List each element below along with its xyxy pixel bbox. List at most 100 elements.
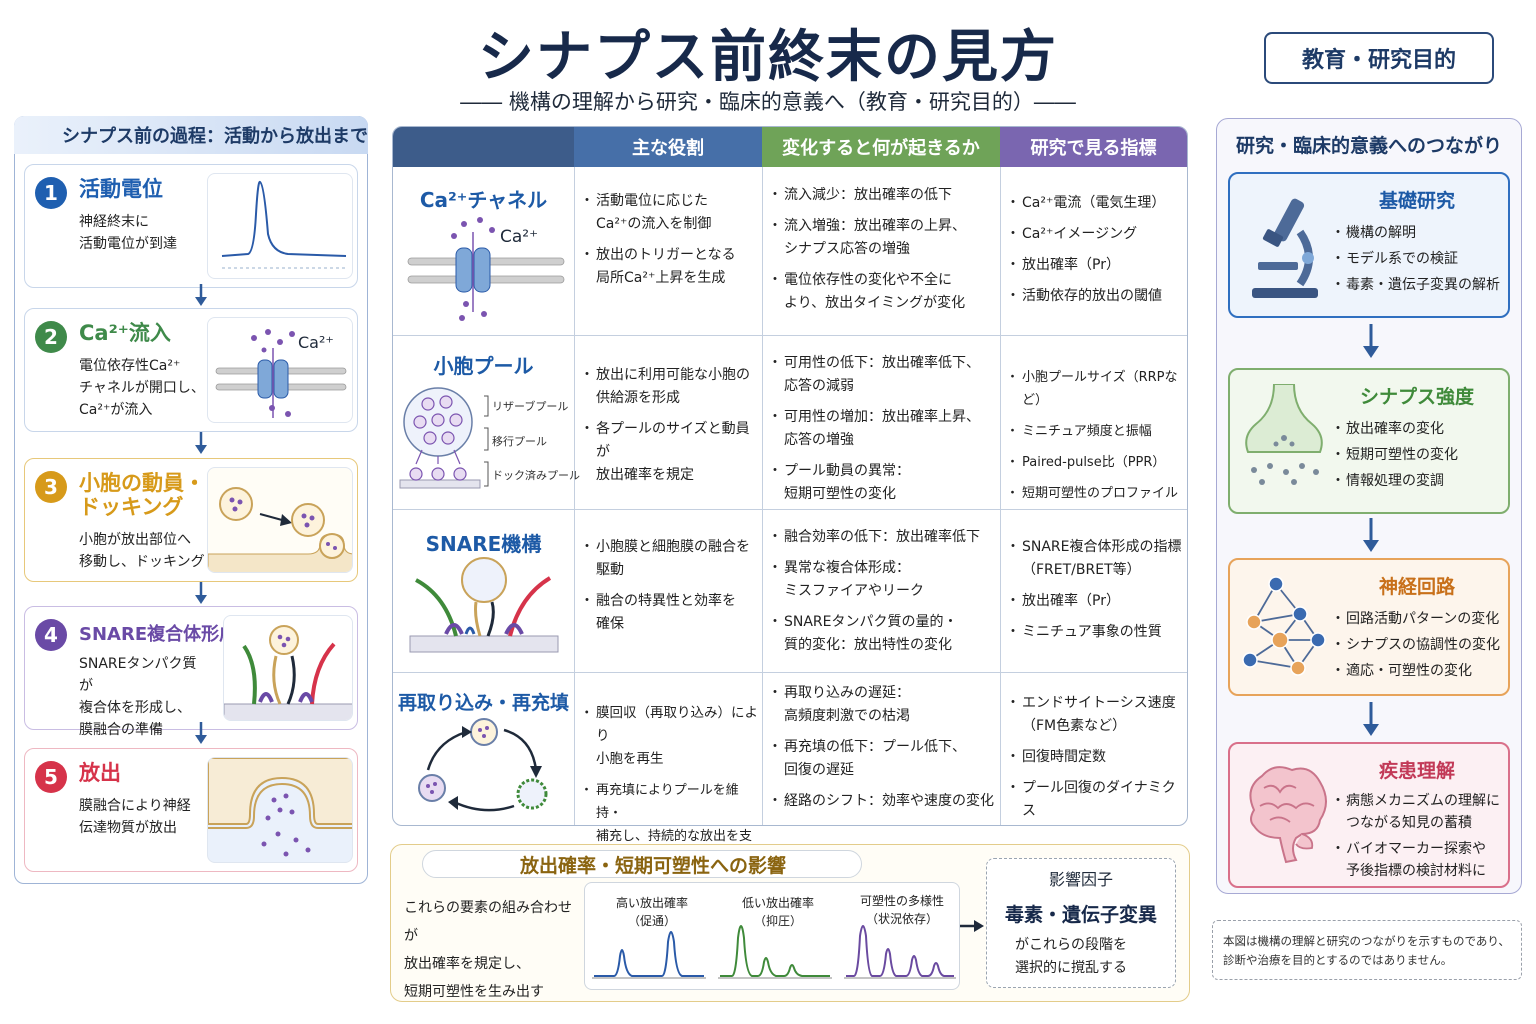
impact-title: 放出確率・短期可塑性への影響 [520, 854, 787, 877]
arrow-down-icon [195, 432, 207, 454]
card-title: 基礎研究 [1378, 190, 1455, 212]
bracket-icon [484, 395, 489, 487]
list-item: 機構の解明 [1331, 220, 1512, 246]
list-item: エンドサイトーシス速度 （FM色素など） [1006, 692, 1186, 738]
vesicle-recycling-icon [418, 718, 548, 812]
step-description: 神経終末に 活動電位が到達 [79, 214, 177, 252]
cell-change: 可用性の低下：放出確率低下、 応答の減弱 可用性の増加：放出確率上昇、 応答の増… [768, 352, 998, 514]
pool-label-docked: ドック済みプール [492, 469, 580, 482]
list-item: 電位依存性の変化や不全に より、放出タイミングが変化 [768, 269, 998, 315]
table-corner-header [393, 127, 574, 167]
list-item: 流入増強：放出確率の上昇、 シナプス応答の増強 [768, 215, 998, 261]
list-item: 小胞プールサイズ（RRPなど） [1006, 366, 1186, 412]
card-synaptic-strength: シナプス強度 放出確率の変化 短期可塑性の変化 情報処理の変調 [1228, 368, 1510, 514]
trace-facilitation [592, 931, 706, 979]
impact-description: これらの要素の組み合わせが 放出確率を規定し、 短期可塑性を生み出す [404, 900, 572, 1000]
microscope-icon [1252, 198, 1318, 298]
list-item: Ca²⁺イメージング [1006, 223, 1186, 246]
list-item: 短期可塑性の変化 [1331, 442, 1512, 468]
list-item: プール動員の異常： 短期可塑性の変化 [768, 460, 998, 506]
disclaimer-note: 本図は機構の理解と研究のつながりを示すものであり、 診断や治療を目的とするのでは… [1212, 920, 1522, 980]
card-title: シナプス強度 [1359, 386, 1474, 408]
arrow-right-icon [960, 920, 984, 932]
step-number: 1 [35, 177, 67, 209]
cell-role: 膜回収（再取り込み）により 小胞を再生 再充填によりプールを維持・ 補充し、持続… [580, 702, 762, 879]
mechanism-table [392, 126, 1188, 826]
list-item: 放出確率（Pr） [1006, 254, 1186, 277]
step-title: SNARE複合体形成 [79, 624, 238, 645]
card-title: 神経回路 [1378, 576, 1455, 598]
brain-icon [1249, 766, 1327, 864]
process-panel-header: シナプス前の過程：活動から放出まで [14, 116, 368, 154]
action-potential-trace-icon [207, 173, 353, 279]
list-item: 放出のトリガーとなる 局所Ca²⁺上昇を生成 [580, 244, 758, 290]
list-item: Paired-pulse比（PPR） [1006, 451, 1186, 474]
release-traces [592, 925, 956, 979]
list-item: シナプスの協調性の変化 [1331, 632, 1512, 658]
list-item: 放出確率（Pr） [1006, 590, 1186, 613]
card-disease-understanding: 疾患理解 病態メカニズムの理解に つながる知見の蓄積 バイオマーカー探索や 予後… [1228, 742, 1510, 888]
list-item: 病態メカニズムの理解に つながる知見の蓄積 [1331, 790, 1512, 834]
list-item: ミニチュア頻度と振幅 [1006, 420, 1186, 443]
trace-depression [718, 925, 832, 979]
cell-metrics: Ca²⁺電流（電気生理） Ca²⁺イメージング 放出確率（Pr） 活動依存的放出… [1006, 192, 1186, 316]
pool-label-transit: 移行プール [492, 435, 547, 448]
vesicle-docking-icon [207, 467, 353, 573]
snare-complex-icon [409, 557, 559, 653]
list-item: 小胞膜と細胞膜の融合を 駆動 [580, 536, 760, 582]
list-item: 毒素・遺伝子変異の解析 [1331, 272, 1512, 298]
table-divider [1000, 167, 1001, 825]
trace-diversity [844, 925, 956, 979]
row-title-snare: SNARE機構 [425, 532, 542, 556]
influence-factor-box [986, 858, 1176, 988]
list-item: 再充填の低下：プール低下、 回復の遅延 [768, 736, 998, 782]
list-item: 短期可塑性のプロファイル [1006, 482, 1186, 505]
card-neural-circuit: 神経回路 回路活動パターンの変化 シナプスの協調性の変化 適応・可塑性の変化 [1228, 558, 1510, 696]
list-item: 情報処理の変調 [1331, 468, 1512, 494]
list-item: 融合効率の低下：放出確率低下 [768, 526, 998, 549]
column-header-role: 主な役割 [574, 127, 762, 167]
synapse-terminal-icon [1245, 384, 1323, 485]
significance-panel-header: 研究・臨床的意義へのつながり [1235, 134, 1502, 157]
step-title: 活動電位 [79, 177, 163, 201]
table-divider [393, 672, 1187, 673]
list-item: 適応・可塑性の変化 [1331, 658, 1512, 684]
list-item: SNARE複合体形成の指標 （FRET/BRET等） [1006, 536, 1186, 582]
column-header-metrics: 研究で見る指標 [1000, 127, 1187, 167]
row-title-vesicle-pool: 小胞プール [433, 354, 534, 378]
list-item: 活動依存的放出の閾値 [1006, 285, 1186, 308]
table-divider [574, 167, 575, 825]
trace-label-facilitation: 高い放出確率 （促通） [615, 896, 688, 928]
step-number: 5 [35, 761, 67, 793]
arrow-down-icon [195, 722, 207, 744]
step-title: Ca²⁺流入 [79, 321, 171, 345]
table-divider [393, 335, 1187, 336]
cell-role: 放出に利用可能な小胞の 供給源を形成 各プールのサイズと動員が 放出確率を規定 [580, 364, 760, 495]
arrow-down-icon [1363, 324, 1379, 358]
step-snare-formation: 4 SNARE複合体形成 SNAREタンパク質が 複合体を形成し、 膜融合の準備 [24, 606, 358, 738]
table-divider [393, 509, 1187, 510]
step-release: 5 放出 膜融合により神経 伝達物質が放出 [24, 748, 358, 872]
network-graph-icon [1242, 576, 1326, 676]
step-vesicle-docking: 3 小胞の動員・ ドッキング 小胞が放出部位へ 移動し、ドッキング [24, 458, 358, 582]
calcium-channel-icon: Ca²⁺ [407, 217, 565, 321]
arrow-down-icon [1363, 702, 1379, 736]
calcium-channel-icon: Ca²⁺ [207, 317, 353, 423]
step-description: 小胞が放出部位へ 移動し、ドッキング [79, 532, 205, 570]
list-item: 活動電位に応じた Ca²⁺の流入を制御 [580, 190, 758, 236]
list-item: 再充填によりプールを維持・ 補充し、持続的な放出を支える [580, 779, 762, 871]
list-item: Ca²⁺電流（電気生理） [1006, 192, 1186, 215]
list-item: SNAREタンパク質の量的・ 質的変化：放出特性の変化 [768, 611, 998, 657]
cell-metrics: エンドサイトーシス速度 （FM色素など） 回復時間定数 プール回復のダイナミクス [1006, 692, 1186, 831]
row-title-calcium-channel: Ca²⁺チャネル [419, 188, 548, 212]
cell-metrics: 小胞プールサイズ（RRPなど） ミニチュア頻度と振幅 Paired-pulse比… [1006, 366, 1186, 513]
list-item: 回路活動パターンの変化 [1331, 606, 1512, 632]
step-description: SNAREタンパク質が 複合体を形成し、 膜融合の準備 [79, 656, 197, 738]
cell-role: 活動電位に応じた Ca²⁺の流入を制御 放出のトリガーとなる 局所Ca²⁺上昇を… [580, 190, 758, 298]
list-item: 再取り込みの遅延： 高頻度刺激での枯渇 [768, 682, 998, 728]
list-item: バイオマーカー探索や 予後指標の検討材料に [1331, 838, 1512, 882]
list-item: 可用性の増加：放出確率上昇、 応答の増強 [768, 406, 998, 452]
list-item: 融合の特異性と効率を 確保 [580, 590, 760, 636]
pool-label-reserve: リザーブプール [492, 400, 569, 413]
cell-change: 流入減少：放出確率の低下 流入増強：放出確率の上昇、 シナプス応答の増強 電位依… [768, 184, 998, 323]
